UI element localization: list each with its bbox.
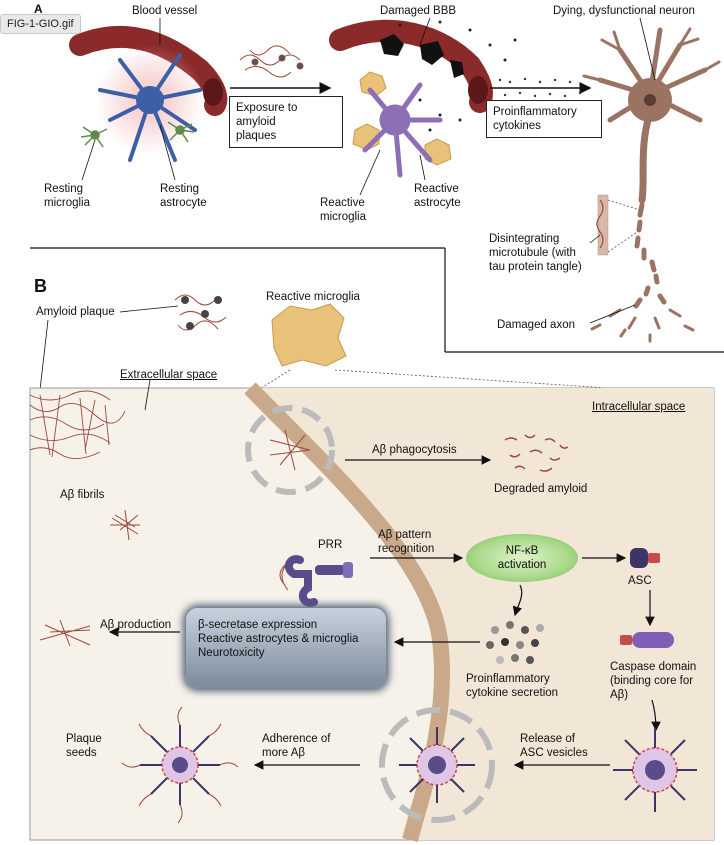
label-pattern-recognition: Aβ pattern recognition xyxy=(378,529,435,555)
label-dying-neuron: Dying, dysfunctional neuron xyxy=(553,5,695,17)
resting-astrocyte-cell xyxy=(98,53,202,162)
label-reactive-microglia-b: Reactive microglia xyxy=(266,291,360,303)
cytokine-particles xyxy=(486,621,544,664)
label-prr: PRR xyxy=(318,539,343,551)
caspase-vesicle-arrow xyxy=(651,699,661,732)
panel-b-letter: B xyxy=(34,276,47,296)
secretase-box: β-secretase expression Reactive astrocyt… xyxy=(186,608,386,688)
label-degraded-amyloid: Degraded amyloid xyxy=(494,483,588,495)
label-cytokine-secretion: Proinflammatory cytokine secretion xyxy=(466,673,559,699)
asc-vesicle-middle xyxy=(379,707,495,823)
label-caspase-domain: Caspase domain (binding core for Aβ) xyxy=(610,661,697,701)
label-reactive-astrocyte: Reactive astrocyte xyxy=(414,183,461,209)
microtubule-tangle xyxy=(596,194,641,256)
file-tab[interactable]: FIG-1-GIO.gif xyxy=(0,14,81,34)
label-amyloid-plaque: Amyloid plaque xyxy=(36,306,115,318)
amyloid-plaque-icon xyxy=(174,294,227,331)
label-resting-astrocyte: Resting astrocyte xyxy=(160,183,207,209)
asc-icon xyxy=(630,548,660,568)
caspase-icon xyxy=(620,632,674,648)
leader-amyloid-2 xyxy=(39,319,49,391)
reactive-microglia-icon xyxy=(271,303,347,367)
proinflammatory-box: Proinflammatory cytokines xyxy=(486,100,602,138)
label-release-asc: Release of ASC vesicles xyxy=(520,733,588,759)
label-plaque-seeds: Plaque seeds xyxy=(66,733,102,759)
label-reactive-microglia: Reactive microglia xyxy=(320,197,367,223)
plaque-seed xyxy=(121,706,239,824)
blood-vessel-resting xyxy=(69,25,228,116)
vesicle-fibrils xyxy=(269,429,311,471)
label-ab-production: Aβ production xyxy=(100,619,172,631)
leader-amyloid xyxy=(119,305,179,313)
cytokines-arrow xyxy=(490,77,592,98)
label-intracellular: Intracellular space xyxy=(592,401,686,413)
blood-vessel-damaged xyxy=(329,19,493,113)
degraded-amyloid-icon xyxy=(504,434,569,472)
label-blood-vessel: Blood vessel xyxy=(132,5,198,17)
label-resting-microglia: Resting microglia xyxy=(44,183,91,209)
prr-receptor xyxy=(279,555,353,607)
ab-production-icon xyxy=(39,619,91,647)
label-phagocytosis: Aβ phagocytosis xyxy=(372,444,457,456)
label-damaged-bbb: Damaged BBB xyxy=(380,5,457,17)
phagocytosis-vesicle xyxy=(245,405,335,495)
exposure-box: Exposure to amyloid plaques xyxy=(229,96,343,148)
cell-membrane xyxy=(244,382,451,842)
amyloid-plaques-icon xyxy=(239,45,304,78)
nfkb-activation: NF-κB activation xyxy=(466,534,578,582)
panel-a-letter: A xyxy=(34,2,43,16)
label-extracellular: Extracellular space xyxy=(120,369,218,381)
label-adherence: Adherence of more Aβ xyxy=(262,733,331,759)
dying-neuron xyxy=(582,27,721,343)
leader-lines-a xyxy=(81,17,656,324)
resting-microglia-cells xyxy=(80,121,195,148)
asc-speck-right xyxy=(613,728,697,812)
label-microtubule: Disintegrating microtubule (with tau pro… xyxy=(489,233,582,273)
leader-extracellular xyxy=(144,379,151,411)
fibril-mass xyxy=(29,390,126,459)
label-ab-fibrils: Aβ fibrils xyxy=(60,489,105,501)
reactive-microglia-cell xyxy=(362,82,443,178)
label-asc: ASC xyxy=(628,575,652,587)
label-damaged-axon: Damaged axon xyxy=(497,319,575,331)
ab-fibrils-icon xyxy=(110,509,140,541)
nfkb-cytokine-arrow xyxy=(512,584,523,617)
